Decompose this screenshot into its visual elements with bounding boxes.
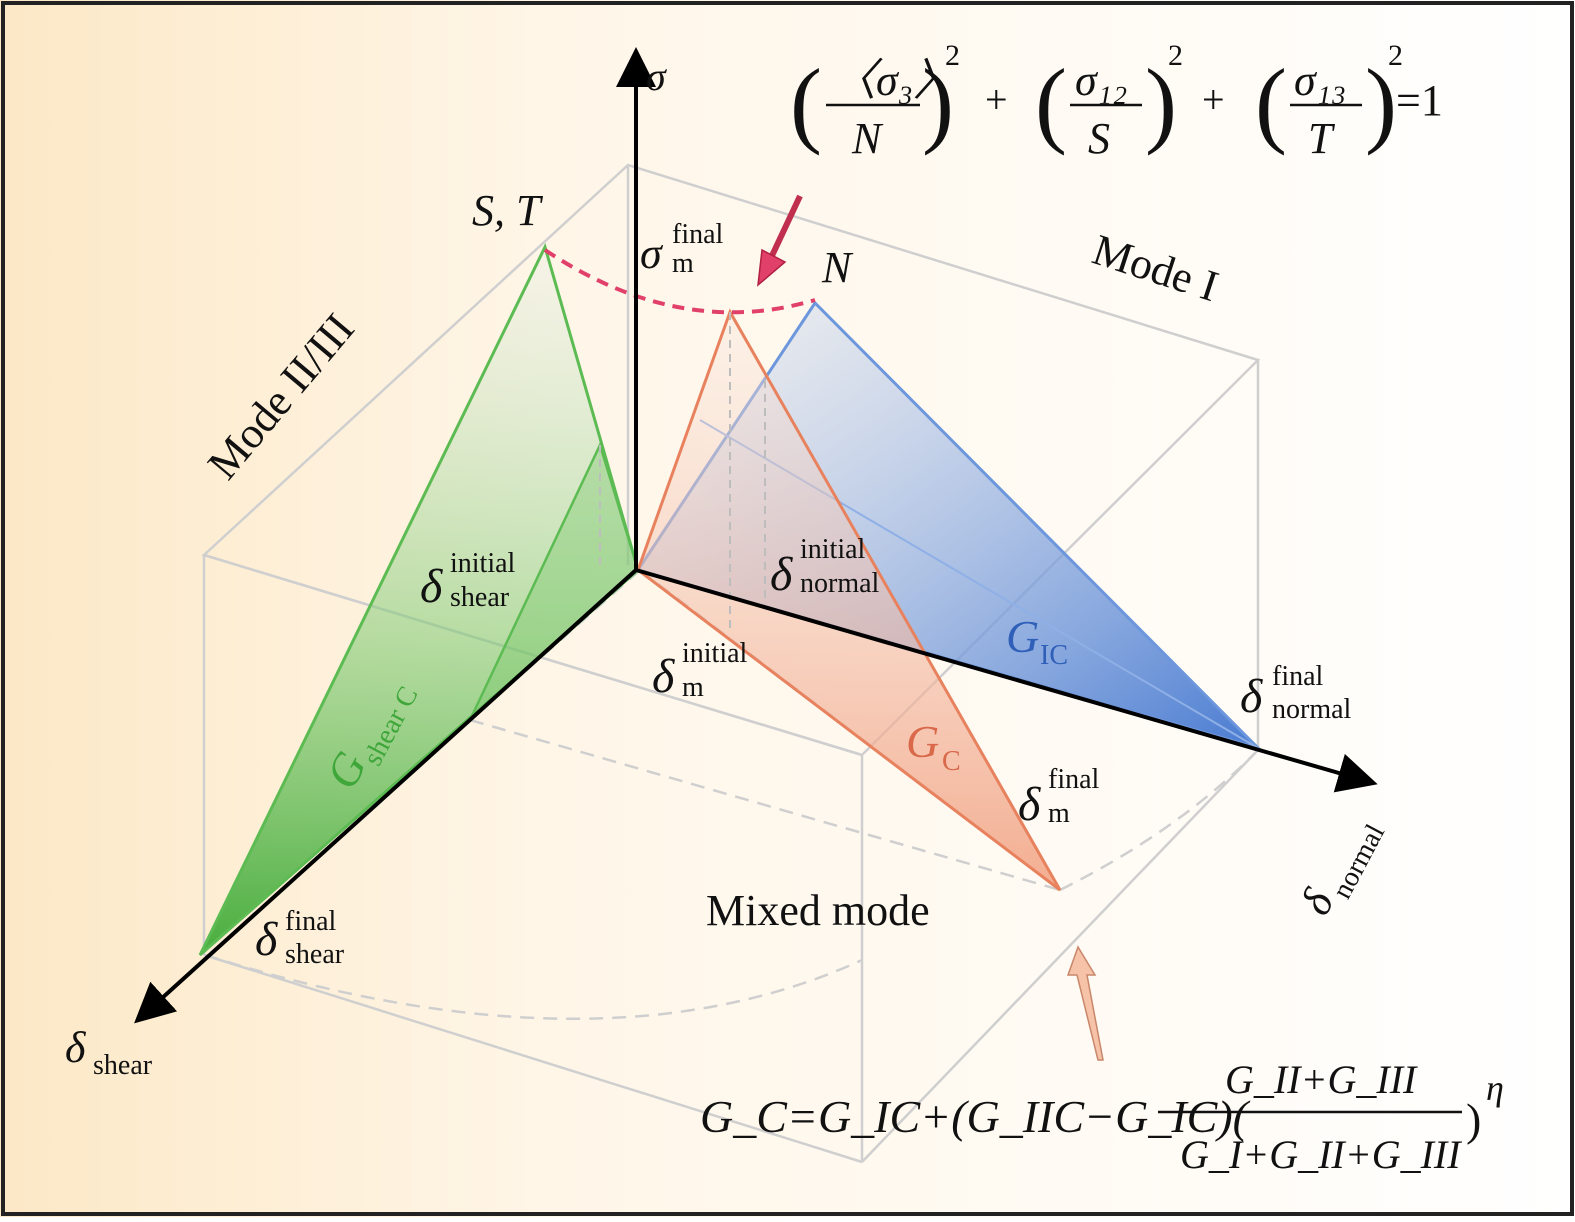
svg-text:G_II+G_III: G_II+G_III bbox=[1225, 1057, 1418, 1102]
mixed-energy-label: G C bbox=[906, 716, 961, 777]
normal-peak-label: N bbox=[821, 243, 854, 292]
svg-text:σ: σ bbox=[640, 229, 664, 278]
bk-arrow bbox=[1066, 945, 1104, 1061]
svg-text:S: S bbox=[1088, 114, 1110, 163]
svg-text:IC: IC bbox=[1040, 640, 1068, 671]
svg-text:=1: =1 bbox=[1396, 76, 1443, 125]
mixed-final-label: δ final m bbox=[1018, 764, 1100, 831]
paren-close-1: ) bbox=[922, 49, 954, 156]
svg-text:initial: initial bbox=[800, 534, 866, 565]
svg-text:N: N bbox=[851, 114, 884, 163]
shear-final-label: δ final shear bbox=[255, 906, 345, 970]
paren-open-2: ( bbox=[1035, 49, 1067, 156]
svg-text:η: η bbox=[1486, 1068, 1504, 1108]
svg-text:m: m bbox=[682, 672, 704, 703]
svg-text:T: T bbox=[1308, 114, 1336, 163]
svg-text:normal: normal bbox=[800, 568, 880, 599]
svg-text:δ: δ bbox=[1018, 778, 1041, 831]
svg-text:δ: δ bbox=[770, 548, 793, 601]
sigma-axis-label: σ bbox=[646, 54, 667, 99]
svg-text:2: 2 bbox=[945, 39, 960, 72]
svg-text:δ: δ bbox=[652, 650, 675, 703]
shear-triangle bbox=[198, 242, 640, 957]
normal-axis bbox=[635, 568, 1378, 793]
mode-mixed-label: Mixed mode bbox=[706, 886, 930, 935]
svg-text:δ: δ bbox=[420, 560, 443, 613]
svg-text:final: final bbox=[672, 219, 724, 250]
criterion-formula: ( 〈σ₃〉 N ) 2 + ( σ₁₂ S ) 2 + ( σ₁₃ T ) 2… bbox=[790, 39, 1443, 163]
svg-text:2: 2 bbox=[1388, 39, 1403, 72]
shear-peak-label: S, T bbox=[472, 186, 544, 235]
svg-text:σ₁₃: σ₁₃ bbox=[1294, 56, 1346, 105]
svg-text:2: 2 bbox=[1168, 39, 1183, 72]
svg-text:initial: initial bbox=[450, 548, 516, 579]
svg-text:G: G bbox=[1006, 611, 1039, 662]
paren-close-2: ) bbox=[1145, 49, 1177, 156]
mixed-peak-label: σ final m bbox=[640, 219, 724, 279]
shear-axis-label: δ shear bbox=[65, 1023, 153, 1081]
svg-text:〈σ₃〉: 〈σ₃〉 bbox=[832, 56, 957, 105]
mixed-triangle bbox=[636, 308, 1062, 892]
svg-text:δ: δ bbox=[65, 1023, 87, 1072]
shear-axis bbox=[134, 568, 638, 1024]
shear-initial-label: δ initial shear bbox=[420, 548, 516, 613]
svg-text:σ₁₂: σ₁₂ bbox=[1075, 56, 1127, 105]
svg-text:shear: shear bbox=[93, 1050, 153, 1081]
svg-text:initial: initial bbox=[682, 638, 748, 669]
mixed-initial-label: δ initial m bbox=[652, 638, 748, 703]
svg-text:G_C=G_IC+(G_IIC−G_IC)(: G_C=G_IC+(G_IIC−G_IC)( bbox=[700, 1091, 1251, 1142]
svg-text:shear: shear bbox=[285, 939, 345, 970]
paren-close-3: ) bbox=[1365, 49, 1397, 156]
normal-final-label: δ final normal bbox=[1240, 661, 1352, 725]
svg-text:G: G bbox=[906, 716, 939, 767]
axes bbox=[134, 47, 1378, 1024]
svg-text:δ: δ bbox=[255, 913, 278, 966]
criterion-arrow bbox=[757, 194, 803, 287]
svg-text:final: final bbox=[1272, 661, 1324, 692]
normal-initial-label: δ initial normal bbox=[770, 534, 880, 601]
bk-formula: G_C=G_IC+(G_IIC−G_IC)( G_II+G_III G_I+G_… bbox=[700, 1057, 1504, 1177]
svg-text:normal: normal bbox=[1272, 694, 1352, 725]
svg-text:+: + bbox=[1202, 77, 1225, 122]
normal-energy-label: G IC bbox=[1006, 611, 1068, 671]
svg-text:C: C bbox=[942, 746, 961, 777]
svg-text:+: + bbox=[985, 77, 1008, 122]
svg-text:m: m bbox=[672, 248, 694, 279]
paren-open-3: ( bbox=[1255, 49, 1287, 156]
svg-text:final: final bbox=[1048, 764, 1100, 795]
svg-text:m: m bbox=[1048, 798, 1070, 829]
svg-text:final: final bbox=[285, 906, 337, 937]
svg-text:δ: δ bbox=[1240, 670, 1263, 723]
svg-text:G_I+G_II+G_III: G_I+G_II+G_III bbox=[1180, 1132, 1462, 1177]
paren-open-1: ( bbox=[790, 49, 822, 156]
svg-text:): ) bbox=[1466, 1094, 1481, 1145]
criterion-arc bbox=[543, 248, 816, 315]
svg-text:shear: shear bbox=[450, 582, 510, 613]
